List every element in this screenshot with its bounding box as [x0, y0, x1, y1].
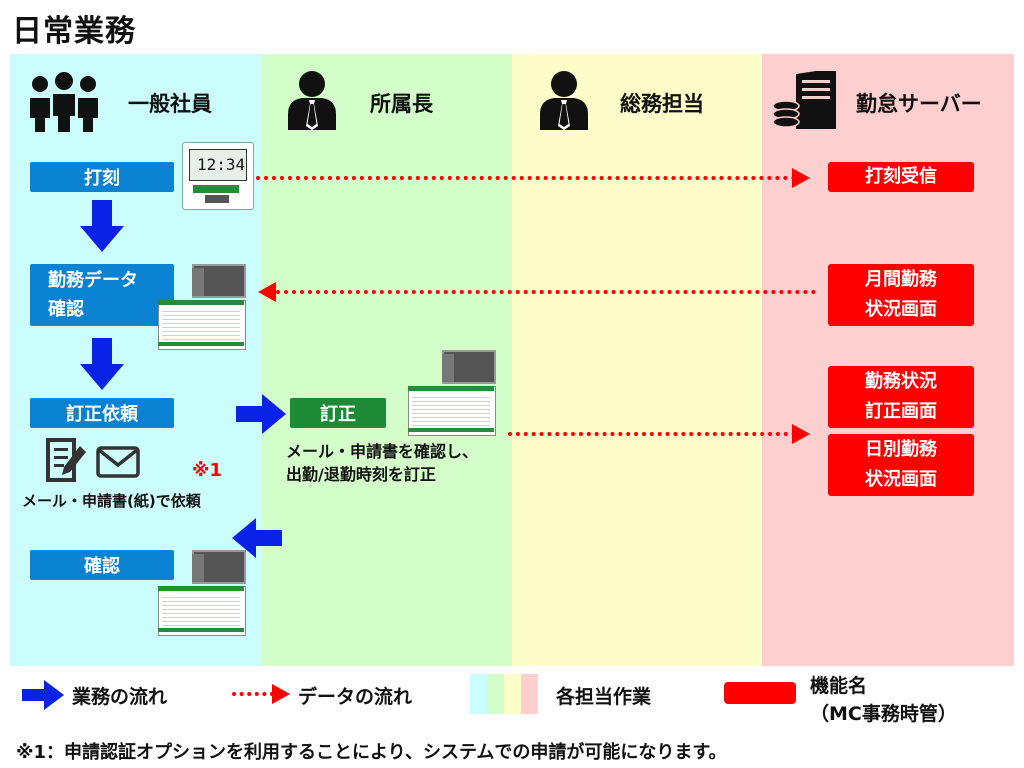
lane-header-manager: 所属長: [370, 92, 433, 116]
lane-header-server: 勤怠サーバー: [856, 92, 982, 116]
legend-business-flow: 業務の流れ: [72, 686, 168, 708]
legend-data-flow-arrowhead: [272, 684, 290, 704]
step-correct: 訂正: [290, 398, 386, 428]
function-daily-status: 日別勤務 状況画面: [828, 434, 974, 496]
person-icon: [288, 71, 336, 130]
data-flow-arrowhead: [258, 282, 276, 302]
mail-icon: [96, 446, 140, 478]
time-clock-device: 12:34: [182, 142, 254, 210]
manager-note: メール・申請書を確認し、 出勤/退勤時刻を訂正: [286, 442, 479, 484]
flow-arrow-down: [80, 338, 124, 390]
flow-arrow-left: [232, 518, 282, 558]
flow-arrow-down: [80, 200, 124, 252]
request-method-note: メール・申請書(紙)で依頼: [22, 492, 201, 510]
step-correction-request: 訂正依頼: [30, 398, 174, 428]
flow-arrow-right: [236, 394, 286, 434]
data-flow-line-punch: [256, 176, 796, 180]
person-icon: [540, 71, 588, 130]
legend-business-flow-arrow: [22, 680, 64, 710]
lane-server: [762, 54, 1014, 666]
legend-lane-swatch: [470, 674, 538, 714]
document-edit-icon: [46, 438, 86, 482]
data-flow-arrowhead: [792, 424, 810, 444]
step-check-work-data: 勤務データ 確認: [30, 264, 174, 326]
server-icon: [772, 71, 836, 129]
step-confirm: 確認: [30, 550, 174, 580]
lane-header-employee: 一般社員: [128, 92, 212, 116]
group-people-icon: [30, 72, 98, 132]
function-correction-screen: 勤務状況 訂正画面: [828, 366, 974, 428]
legend-function-swatch: [724, 682, 796, 704]
legend-data-flow: データの流れ: [298, 686, 413, 708]
computer-screen-icon: [156, 550, 246, 636]
computer-screen-icon: [156, 264, 246, 350]
data-flow-line-correction: [508, 432, 796, 436]
function-monthly-status: 月間勤務 状況画面: [828, 264, 974, 326]
lane-header-general-affairs: 総務担当: [620, 92, 704, 116]
legend-function-name: 機能名 （MC事務時管）: [810, 675, 957, 725]
lane-general-affairs: [512, 54, 762, 666]
data-flow-line-monthly: [276, 290, 816, 294]
legend-data-flow-line: [232, 692, 274, 696]
computer-screen-icon: [406, 350, 496, 436]
footnote-marker: ※1: [192, 460, 223, 481]
step-punch: 打刻: [30, 162, 174, 192]
page-title: 日常業務: [12, 14, 136, 49]
data-flow-arrowhead: [792, 168, 810, 188]
function-punch-received: 打刻受信: [828, 162, 974, 192]
footnote-text: ※1：申請認証オプションを利用することにより、システムでの申請が可能になります。: [16, 742, 727, 763]
legend-lane-work: 各担当作業: [556, 686, 652, 708]
clock-display: 12:34: [197, 155, 246, 174]
